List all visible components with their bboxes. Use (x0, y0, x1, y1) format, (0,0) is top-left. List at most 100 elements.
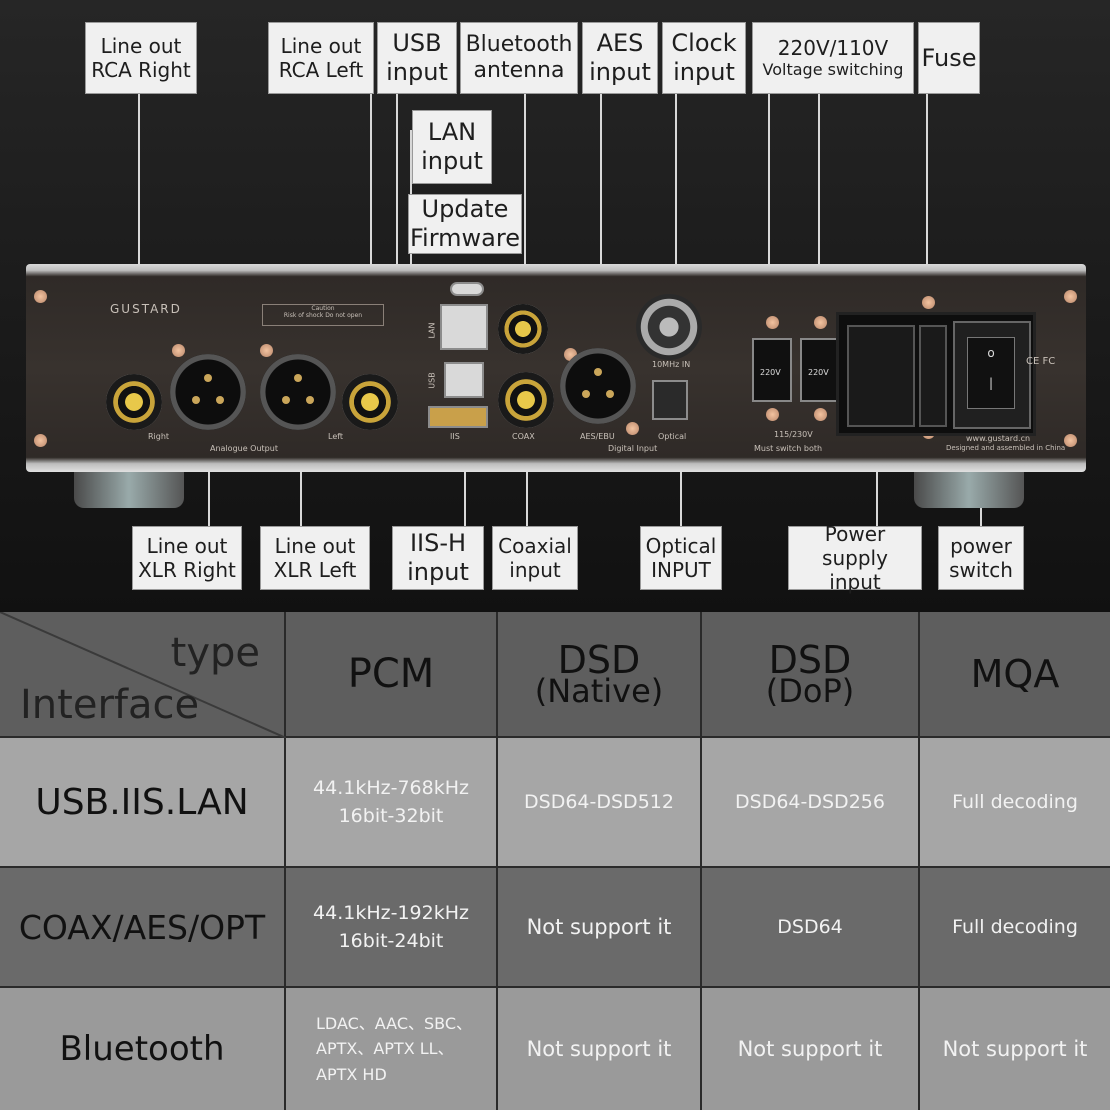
leader-line (526, 420, 528, 528)
rear-panel: GUSTARD Caution Risk of shock Do not ope… (26, 264, 1086, 472)
iis-hdmi-port (428, 406, 488, 428)
row-bluetooth-dsd-native: Not support it (498, 988, 702, 1110)
power-inlet-module: o| (836, 312, 1036, 436)
callout-bluetooth-antenna: Bluetooth antenna (460, 22, 578, 94)
xlr-right-jack (170, 354, 246, 430)
leader-line (370, 94, 372, 372)
screw (34, 434, 47, 447)
lan-port (440, 304, 488, 350)
row-bluetooth-mqa: Not support it (920, 988, 1110, 1110)
row-usb-dsd-dop: DSD64-DSD256 (702, 738, 920, 868)
screw (626, 422, 639, 435)
screw (1064, 434, 1077, 447)
callout-fuse: Fuse (918, 22, 980, 94)
screw (814, 408, 827, 421)
column-header-mqa-label: MQA (970, 652, 1060, 696)
bluetooth-antenna-connector (498, 304, 548, 354)
caution-title: Caution (311, 305, 335, 312)
device-foot (74, 472, 184, 508)
callout-power-switch: power switch (938, 526, 1024, 590)
cert-marks: CE FC (1026, 356, 1056, 367)
row-coax-pcm: 44.1kHz-192kHz 16bit-24bit (286, 868, 498, 988)
voltage-switch-a (752, 338, 792, 402)
label-aes: AES/EBU (580, 432, 615, 441)
label-220v-a: 220V (760, 368, 781, 377)
leader-line (396, 94, 398, 376)
screw (922, 296, 935, 309)
rca-right-jack (106, 374, 162, 430)
label-iis: IIS (450, 432, 460, 441)
aes-jack (560, 348, 636, 424)
row-coax-mqa: Full decoding (920, 868, 1110, 988)
column-header-dsd-dop: DSD (DoP) (702, 612, 920, 738)
optical-port (652, 380, 688, 420)
label-analogue-output: Analogue Output (210, 444, 278, 453)
header-interface: Interface (20, 682, 200, 728)
leader-line (768, 94, 770, 344)
brand-logo: GUSTARD (110, 302, 182, 316)
xlr-left-jack (260, 354, 336, 430)
row-interface-usb: USB.IIS.LAN (0, 738, 286, 868)
leader-line (600, 94, 602, 356)
callout-optical-input: Optical INPUT (640, 526, 722, 590)
iec-socket (847, 325, 915, 427)
screw (766, 408, 779, 421)
leader-line (680, 416, 682, 528)
usb-c-port (450, 282, 484, 296)
callout-line-out-rca-right: Line out RCA Right (85, 22, 197, 94)
header-type: type (170, 630, 260, 676)
leader-line (138, 94, 140, 370)
row-coax-dsd-native: Not support it (498, 868, 702, 988)
fuse-holder (919, 325, 947, 427)
spec-table: type Interface PCM DSD (Native) DSD (DoP… (0, 612, 1110, 1110)
row-bluetooth-pcm: LDAC、AAC、SBC、 APTX、APTX LL、 APTX HD (286, 988, 498, 1110)
callout-line-out-rca-left: Line out RCA Left (268, 22, 374, 94)
callout-clock-input: Clock input (662, 22, 746, 94)
label-clock: 10MHz IN (652, 360, 691, 369)
label-designed: Designed and assembled in China (946, 444, 1066, 452)
rca-left-jack (342, 374, 398, 430)
screw (1064, 290, 1077, 303)
screw (766, 316, 779, 329)
callout-iis-h-input: IIS-H input (392, 526, 484, 590)
device-photo: GUSTARD Caution Risk of shock Do not ope… (0, 0, 1110, 612)
callout-coaxial-input: Coaxial input (492, 526, 578, 590)
screw (814, 316, 827, 329)
label-usb: USB (427, 372, 437, 389)
column-header-dsd-native-sub: (Native) (534, 671, 664, 710)
leader-line (524, 94, 526, 308)
device-foot (914, 472, 1024, 508)
row-interface-bluetooth: Bluetooth (0, 988, 286, 1110)
screw (34, 290, 47, 303)
row-usb-pcm: 44.1kHz-768kHz 16bit-32bit (286, 738, 498, 868)
column-header-pcm-label: PCM (347, 651, 435, 697)
coax-jack (498, 372, 554, 428)
row-bluetooth-dsd-dop: Not support it (702, 988, 920, 1110)
column-header-dsd-dop-sub: (DoP) (765, 671, 855, 710)
column-header-dsd-native: DSD (Native) (498, 612, 702, 738)
screw (260, 344, 273, 357)
column-header-dsd-dop-label: DSD (768, 637, 852, 682)
leader-line (300, 420, 302, 528)
row-interface-coax: COAX/AES/OPT (0, 868, 286, 988)
label-right: Right (148, 432, 170, 441)
callout-power-supply-input: Power supply input (788, 522, 922, 594)
caution-label: Caution Risk of shock Do not open (262, 304, 384, 326)
label-optical: Optical (658, 432, 687, 441)
callout-line-out-xlr-left: Line out XLR Left (260, 526, 370, 590)
label-220v-b: 220V (808, 368, 829, 377)
leader-line (926, 94, 928, 308)
leader-line (208, 420, 210, 528)
leader-line (464, 426, 466, 528)
label-left: Left (328, 432, 344, 441)
row-coax-dsd-dop: DSD64 (702, 868, 920, 988)
label-must-switch: Must switch both (754, 444, 823, 453)
label-voltage: 115/230V (774, 430, 813, 439)
usb-b-port (444, 362, 484, 398)
diagonal-divider (0, 612, 286, 738)
label-digital-input: Digital Input (608, 444, 658, 453)
callout-line-out-xlr-right: Line out XLR Right (132, 526, 242, 590)
label-coax: COAX (512, 432, 535, 441)
leader-line (675, 94, 677, 320)
power-rocker-switch: o| (953, 321, 1031, 429)
